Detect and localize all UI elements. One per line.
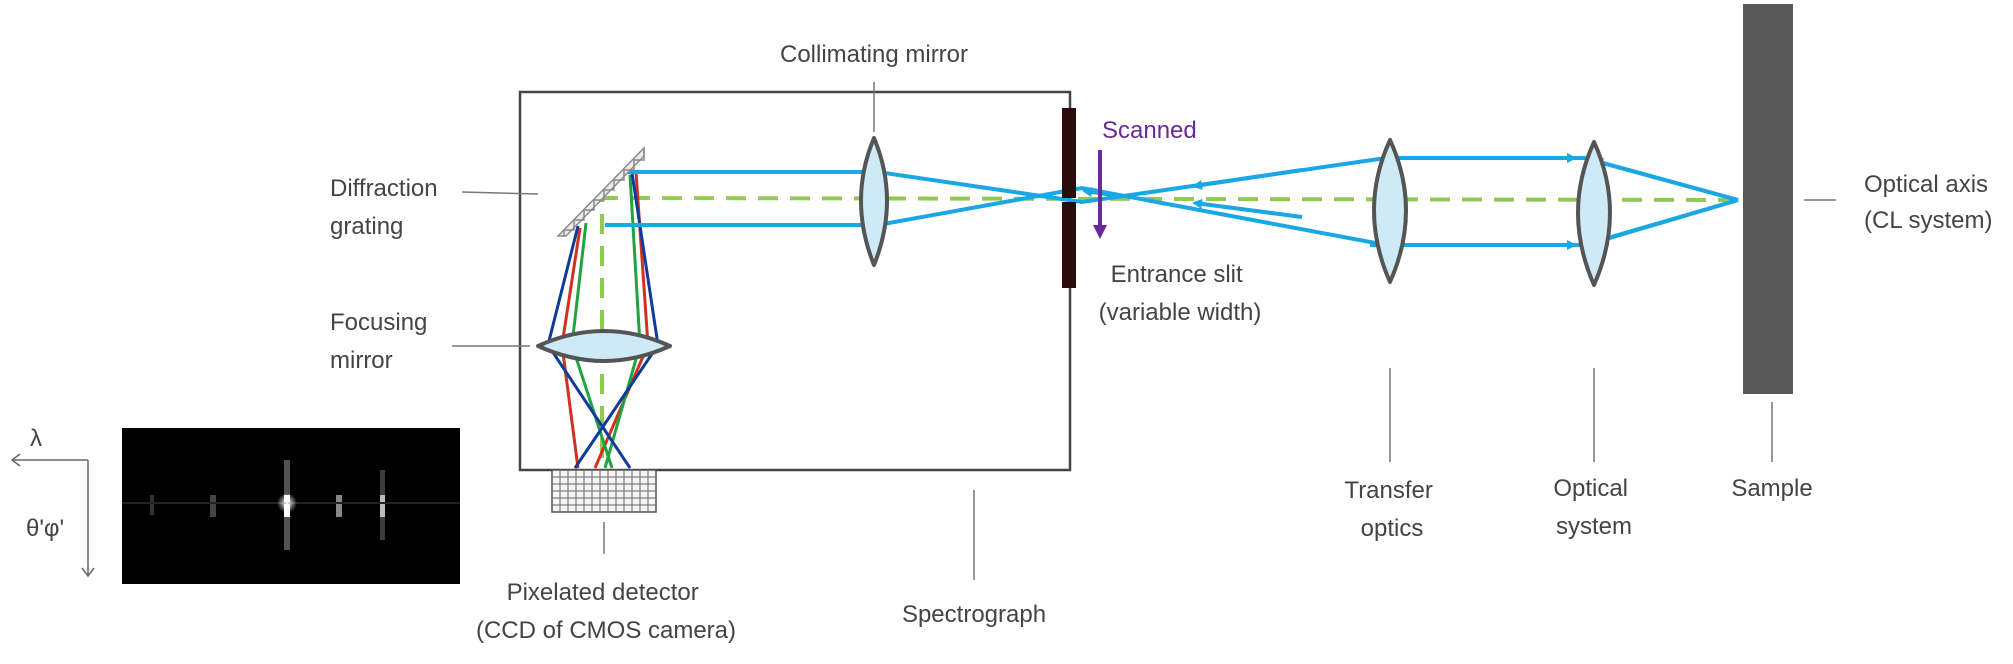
leader-lines (452, 82, 1836, 580)
beam-upper (628, 156, 1739, 205)
optical-system-label: Optical system (1553, 475, 1634, 540)
image-axes (10, 453, 95, 578)
entrance-slit-label: Entrance slit (variable width) (1099, 261, 1262, 326)
collimating-mirror-label: Collimating mirror (780, 41, 968, 68)
focusing-mirror-lens (536, 329, 672, 363)
pixelated-detector-label: Pixelated detector (CCD of CMOS camera) (476, 579, 736, 644)
green-ray (603, 174, 642, 469)
spectrograph-label: Spectrograph (902, 601, 1046, 628)
scanned-label: Scanned (1102, 117, 1197, 144)
transfer-optics-label: Transfer optics (1344, 477, 1439, 542)
entrance-slit-upper (1062, 108, 1076, 198)
optical-axis-label: Optical axis (CL system) (1864, 171, 1995, 234)
lens-icon (1372, 138, 1408, 284)
diffraction-grating-icon (556, 146, 645, 237)
sample-block (1743, 4, 1793, 394)
collimating-mirror-lens (859, 136, 889, 267)
lens-icon (859, 136, 889, 267)
diffraction-grating-label: Diffraction grating (330, 175, 444, 240)
optical-axis-line (600, 196, 1739, 460)
pixel-grid-icon (551, 469, 657, 513)
optical-system-lens (1576, 140, 1612, 287)
camera-image (122, 428, 460, 584)
spectral-lines (122, 460, 460, 550)
focusing-mirror-label: Focusing mirror (330, 309, 434, 374)
angle-axis-label: θ'φ' (26, 515, 64, 542)
lambda-axis-label: λ (30, 425, 42, 452)
transfer-optics-lens (1372, 138, 1408, 284)
lens-icon (1576, 140, 1612, 287)
dispersed-rays (546, 171, 660, 469)
lens-icon (536, 329, 672, 363)
entrance-slit-lower (1062, 202, 1076, 288)
sample-label: Sample (1731, 475, 1812, 502)
